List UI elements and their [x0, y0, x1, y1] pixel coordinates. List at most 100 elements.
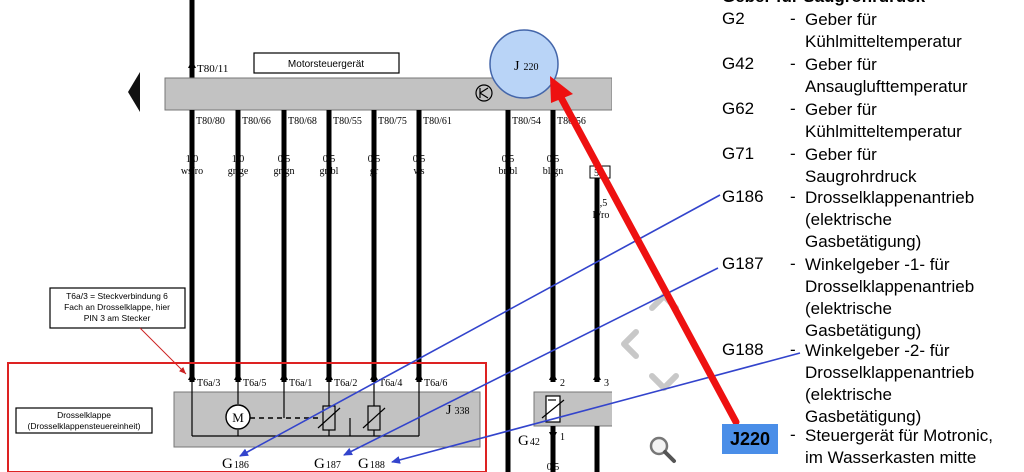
wire-size-1: 1,0 — [186, 154, 199, 165]
nav-left-button[interactable] — [621, 329, 639, 359]
legend-desc-g187-1: Winkelgeber -1- für — [805, 255, 950, 274]
j220-dash: - — [790, 425, 796, 444]
pin-bottom-4: T6a/2 — [334, 378, 357, 389]
page-back-arrow — [128, 72, 140, 112]
legend-code-g187: G187 — [722, 254, 764, 273]
wire-size-6: 0,5 — [413, 154, 426, 165]
legend-dash: - — [790, 254, 796, 273]
small-box-label: 5 — [594, 168, 599, 179]
legend-code-g42: G42 — [722, 54, 755, 73]
right-pin-3: 3 — [604, 378, 609, 389]
j220-highlight-circle — [489, 29, 559, 99]
motor-label: M — [232, 410, 244, 425]
g188-label: G188 — [358, 456, 385, 472]
g186-label: G186 — [222, 456, 249, 472]
legend-code-g188: G188 — [722, 340, 764, 359]
pin-top-1: T80/80 — [196, 116, 225, 127]
wire-size-8: 0,5 — [547, 154, 560, 165]
zoom-icon[interactable] — [649, 436, 676, 463]
legend-desc-g62-2: Kühlmitteltemperatur — [805, 122, 962, 141]
legend-desc-g186-2: (elektrische — [805, 210, 892, 229]
wire-size-7: 0,5 — [502, 154, 515, 165]
throttle-label-1: Drosselklappe — [57, 410, 111, 420]
legend-desc-g188-1: Winkelgeber -2- für — [805, 341, 950, 360]
legend-dash: - — [790, 340, 796, 359]
note-line-3: PIN 3 am Stecker — [84, 313, 151, 323]
pin-bottom-1: T6a/3 — [197, 378, 220, 389]
legend-desc-g188-4: Gasbetätigung) — [805, 407, 922, 426]
legend-desc-g2-1: Geber für — [805, 10, 877, 29]
note-box — [49, 287, 186, 329]
throttle-label-box — [15, 407, 153, 434]
wire-color-3: gr/gn — [273, 166, 294, 177]
pin-top-2: T80/66 — [242, 116, 271, 127]
legend-code-g186: G186 — [722, 187, 764, 206]
wire-size-4: 0,5 — [323, 154, 336, 165]
wire-size-3: 0,5 — [278, 154, 291, 165]
j220-badge: J220 — [722, 424, 778, 454]
legend-dash: - — [790, 99, 796, 118]
bottom-size: 0,5 — [547, 462, 560, 472]
nav-down-button[interactable] — [649, 373, 679, 391]
red-arrow-head — [550, 76, 573, 103]
wire-color-6: ws — [413, 166, 424, 177]
pin-top-5: T80/75 — [378, 116, 407, 127]
legend-dash: - — [790, 9, 796, 28]
legend-desc-g186-1: Drosselklappenantrieb — [805, 188, 975, 207]
pin-top-6: T80/61 — [423, 116, 452, 127]
legend-desc-g62-1: Geber für — [805, 100, 877, 119]
g42-label: G42 — [518, 433, 540, 449]
legend-desc-g187-2: Drosselklappenantrieb — [805, 277, 975, 296]
legend-dash: - — [790, 54, 796, 73]
legend-desc-g188-2: Drosselklappenantrieb — [805, 363, 975, 382]
legend-code-g71: G71 — [722, 144, 755, 163]
note-line-2: Fach an Drosselklappe, hier — [64, 302, 170, 312]
g187-label: G187 — [314, 456, 341, 472]
pin-bottom-3: T6a/1 — [289, 378, 312, 389]
legend-dash: - — [790, 187, 796, 206]
j220-desc-2: im Wasserkasten mitte — [805, 448, 977, 467]
wire-size-5: 0,5 — [368, 154, 381, 165]
wire-color-5: gr — [370, 166, 379, 177]
legend-dash: - — [790, 144, 796, 163]
motor-symbol — [225, 404, 251, 430]
pin-top-3: T80/68 — [288, 116, 317, 127]
legend-header: Geber für Saugrohrdruck — [722, 0, 925, 8]
wire-color-8: bl/gn — [543, 166, 564, 177]
legend-desc-g187-3: (elektrische — [805, 299, 892, 318]
pin-top-4: T80/55 — [333, 116, 362, 127]
right-pin-2: 2 — [560, 378, 565, 389]
connector-t80-11: T80/11 — [197, 63, 228, 75]
j220-desc-1: Steuergerät für Motronic, — [805, 426, 994, 445]
legend-desc-g2-2: Kühlmitteltemperatur — [805, 32, 962, 51]
module-label: Motorsteuergerät — [288, 59, 364, 70]
right-pin-1: 1 — [560, 432, 565, 443]
legend-desc-g71-1: Geber für — [805, 145, 877, 164]
legend-code-g2: G2 — [722, 9, 745, 28]
wire-color-4: gr/bl — [320, 166, 339, 177]
pin-top-7: T80/54 — [512, 116, 541, 127]
legend-desc-g42-1: Geber für — [805, 55, 877, 74]
transistor-symbol — [475, 84, 493, 102]
module-label-box — [253, 52, 400, 74]
legend-desc-g71-2: Saugrohrdruck — [805, 167, 917, 186]
wire-bundle — [189, 110, 600, 472]
legend-code-g62: G62 — [722, 99, 755, 118]
wire-color-7: br/bl — [499, 166, 518, 177]
pin-bottom-5: T6a/4 — [379, 378, 402, 389]
throttle-label-2: (Drosselklappensteuereinheit) — [28, 421, 141, 431]
note-line-1: T6a/3 = Steckverbindung 6 — [66, 291, 168, 301]
wire-color-9: li/ro — [593, 210, 610, 221]
throttle-red-frame — [7, 362, 487, 472]
wire-color-2: gr/ge — [228, 166, 249, 177]
pin-bottom-2: T6a/5 — [243, 378, 266, 389]
wire-size-9: 0,5 — [595, 198, 608, 209]
pin-bottom-6: T6a/6 — [424, 378, 447, 389]
legend-desc-g42-2: Ansauglufttemperatur — [805, 77, 968, 96]
legend-desc-g188-3: (elektrische — [805, 385, 892, 404]
wire-size-2: 1,0 — [232, 154, 245, 165]
legend-desc-g187-4: Gasbetätigung) — [805, 321, 922, 340]
